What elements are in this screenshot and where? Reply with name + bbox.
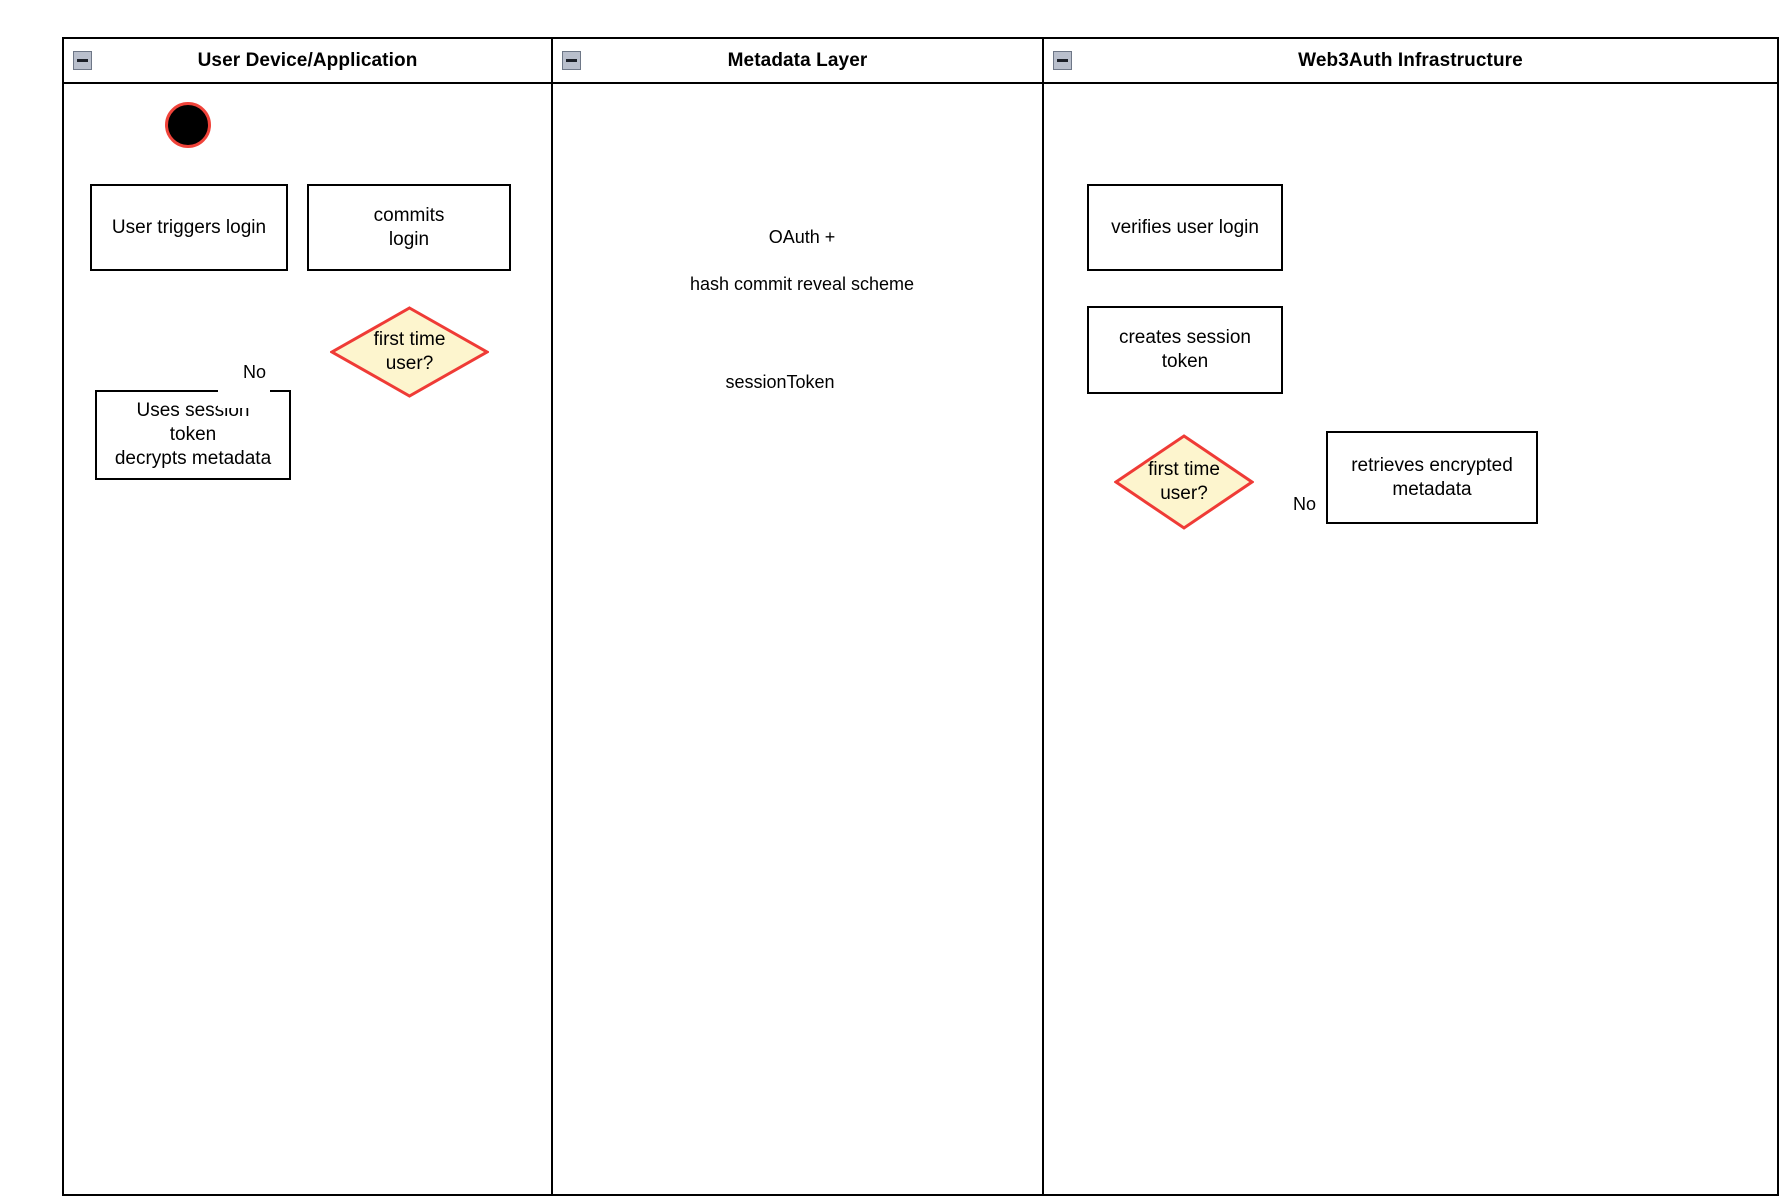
lane-header-web3auth: Web3Auth Infrastructure bbox=[1044, 39, 1777, 84]
edge-label-text: sessionToken bbox=[725, 372, 835, 393]
start-node bbox=[165, 102, 211, 148]
edge-label-line2: hash commit reveal scheme bbox=[689, 274, 915, 295]
activity-commits-login[interactable]: commits login bbox=[307, 184, 511, 271]
lane-header-user-device: User Device/Application bbox=[64, 39, 551, 84]
activity-label-line2: token bbox=[169, 424, 217, 446]
activity-user-triggers-login[interactable]: User triggers login bbox=[90, 184, 288, 271]
lane-metadata-layer: Metadata Layer bbox=[553, 39, 1042, 1194]
activity-label-line1: creates session bbox=[1118, 327, 1251, 349]
decision-text: first time user? bbox=[1114, 434, 1254, 530]
lane-title-metadata-layer: Metadata Layer bbox=[727, 49, 868, 71]
diamond-shape bbox=[330, 306, 489, 398]
lane-title-web3auth: Web3Auth Infrastructure bbox=[1298, 49, 1523, 71]
activity-label: User triggers login bbox=[111, 216, 267, 238]
decision-line2: user? bbox=[1160, 483, 1208, 504]
edge-label-text: No bbox=[1293, 494, 1317, 515]
decision-text: first time user? bbox=[330, 306, 489, 398]
lane-user-device: User Device/Application bbox=[64, 39, 551, 1194]
decision-first-time-user-left[interactable]: first time user? bbox=[330, 306, 489, 398]
activity-label-line1: commits login bbox=[373, 204, 445, 250]
decision-first-time-user-right[interactable]: first time user? bbox=[1114, 434, 1254, 530]
lane-title-user-device: User Device/Application bbox=[197, 49, 418, 71]
edge-label-no-left: No bbox=[218, 338, 270, 409]
lane-divider-2 bbox=[1042, 39, 1044, 1194]
activity-label-line2: token bbox=[1161, 351, 1209, 372]
edge-label-oauth: OAuth + hash commit reveal scheme bbox=[622, 203, 962, 320]
diamond-shape bbox=[1114, 434, 1254, 530]
edge-label-text: No bbox=[243, 362, 267, 383]
decision-line2: user? bbox=[385, 353, 434, 374]
edge-label-line1: OAuth + bbox=[768, 227, 836, 248]
activity-retrieves-encrypted-metadata[interactable]: retrieves encrypted metadata bbox=[1326, 431, 1538, 524]
activity-label-line2: metadata bbox=[1392, 478, 1472, 500]
collapse-minus-icon[interactable] bbox=[562, 51, 581, 70]
decision-line1: first time bbox=[1148, 459, 1220, 481]
collapse-minus-icon[interactable] bbox=[73, 51, 92, 70]
activity-label-line3: decrypts metadata bbox=[114, 447, 272, 469]
lane-web3auth: Web3Auth Infrastructure bbox=[1044, 39, 1777, 1194]
activity-creates-session-token[interactable]: creates session token bbox=[1087, 306, 1283, 394]
collapse-minus-icon[interactable] bbox=[1053, 51, 1072, 70]
activity-verifies-user-login[interactable]: verifies user login bbox=[1087, 184, 1283, 271]
lane-divider-1 bbox=[551, 39, 553, 1194]
activity-label: verifies user login bbox=[1111, 216, 1259, 238]
edge-label-session-token: sessionToken bbox=[700, 348, 840, 419]
edge-label-no-right: No bbox=[1268, 470, 1320, 541]
lane-header-metadata-layer: Metadata Layer bbox=[553, 39, 1042, 84]
decision-line1: first time bbox=[373, 329, 446, 351]
activity-label-line1: retrieves encrypted bbox=[1351, 454, 1513, 476]
